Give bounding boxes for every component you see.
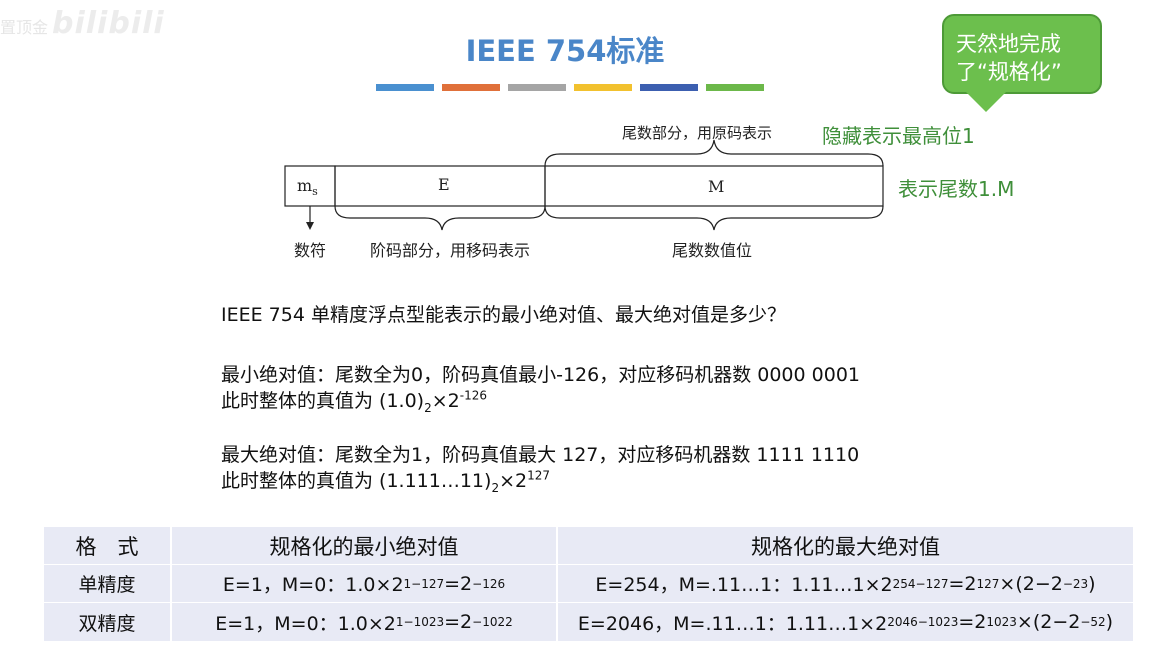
header-format: 格 式: [44, 527, 172, 564]
color-bar-segment: [706, 84, 764, 91]
exponent-label: 阶码部分，用移码表示: [370, 241, 531, 260]
color-bar-segment: [442, 84, 500, 91]
mantissa-label: 尾数数值位: [672, 241, 753, 260]
mantissa-brace: [544, 205, 884, 231]
sign-label: 数符: [294, 241, 327, 260]
field-sign-text: ms: [297, 176, 318, 199]
header-max: 规格化的最大绝对值: [751, 534, 940, 559]
slide-title: IEEE 754标准: [465, 34, 665, 68]
format-cell: 单精度: [44, 565, 172, 602]
max-abs-line1: 最大绝对值：尾数全为1，阶码真值最大 127，对应移码机器数 1111 1110: [221, 444, 860, 466]
callout-line2: 了“规格化”: [956, 60, 1062, 84]
top-brace-label: 尾数部分，用原码表示: [622, 124, 773, 142]
range-table: 格 式 规格化的最小绝对值 规格化的最大绝对值 单精度 E=1，M=0：1.0×…: [44, 527, 1133, 641]
mantissa-note: 表示尾数1.M: [898, 177, 1015, 201]
bilibili-logo: bilibili: [52, 6, 165, 41]
watermark-prefix: 置顶金: [0, 18, 49, 37]
field-mantissa-text: M: [708, 177, 725, 196]
field-mantissa-box: [544, 165, 884, 207]
header-min: 规格化的最小绝对值: [172, 527, 558, 564]
top-brace: [544, 139, 884, 167]
title-color-bar: [376, 84, 764, 91]
exponent-brace: [334, 205, 546, 231]
sign-arrow-head: [306, 222, 314, 230]
color-bar-segment: [376, 84, 434, 91]
callout-tail: [966, 92, 1006, 112]
callout-line1: 天然地完成: [956, 32, 1061, 56]
max-abs-line2: 此时整体的真值为 (1.111…11)2×2127: [221, 468, 550, 495]
color-bar-segment: [574, 84, 632, 91]
min-abs-line2: 此时整体的真值为 (1.0)2×2-126: [221, 388, 487, 415]
format-cell: 双精度: [44, 603, 172, 641]
min-abs-line1: 最小绝对值：尾数全为0，阶码真值最小-126，对应移码机器数 0000 0001: [221, 364, 860, 386]
callout-bubble: 天然地完成 了“规格化”: [942, 14, 1102, 94]
hidden-bit-note: 隐藏表示最高位1: [822, 124, 975, 148]
field-exponent-box: [334, 165, 546, 207]
field-exponent-text: E: [438, 175, 450, 194]
color-bar-segment: [640, 84, 698, 91]
field-sign-box: [284, 165, 336, 207]
color-bar-segment: [508, 84, 566, 91]
table-header-row: 格 式 规格化的最小绝对值 规格化的最大绝对值: [44, 527, 1133, 565]
question-text: IEEE 754 单精度浮点型能表示的最小绝对值、最大绝对值是多少？: [221, 304, 786, 326]
